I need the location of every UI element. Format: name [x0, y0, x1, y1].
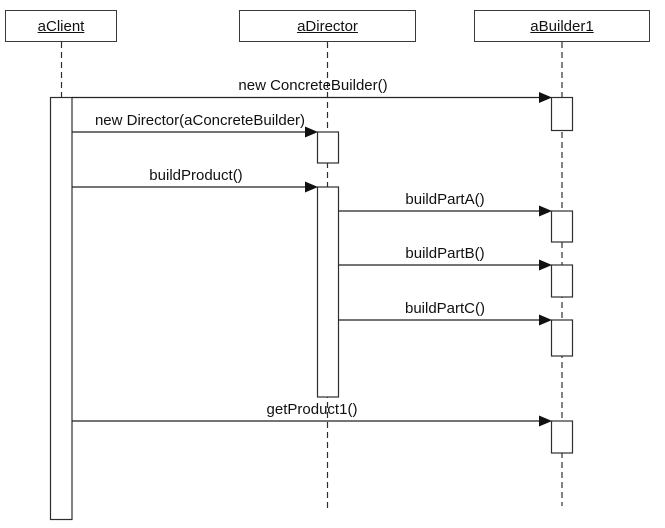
- actor-name-adirector: aDirector: [297, 17, 358, 35]
- message-label-buildparta: buildPartA(): [405, 191, 485, 208]
- actor-box-adirector: aDirector: [239, 10, 416, 42]
- activation-abuilder1-parta: [550, 210, 574, 243]
- arrowhead-new-concretebuilder: [539, 92, 552, 103]
- actor-name-aclient: aClient: [37, 17, 85, 35]
- arrowhead-buildproduct: [305, 181, 318, 193]
- arrowhead-new-director: [305, 126, 318, 138]
- message-label-new-concretebuilder: new ConcreteBuilder(): [238, 77, 388, 94]
- arrowhead-buildparta: [539, 205, 552, 217]
- actor-box-aclient: aClient: [5, 10, 117, 42]
- actor-name-abuilder1: aBuilder1: [530, 17, 594, 35]
- activation-adirector-new: [316, 131, 340, 164]
- message-label-buildproduct: buildProduct(): [149, 167, 243, 184]
- message-label-buildpartc: buildPartC(): [404, 300, 486, 317]
- activation-abuilder1-getproduct: [550, 420, 574, 454]
- arrowhead-getproduct1: [539, 415, 552, 427]
- message-label-new-director: new Director(aConcreteBuilder): [94, 112, 306, 129]
- arrowhead-buildpartb: [539, 259, 552, 271]
- message-label-buildpartb: buildPartB(): [405, 245, 485, 262]
- activation-abuilder1-partc: [550, 319, 574, 357]
- message-label-getproduct1: getProduct1(): [266, 401, 358, 418]
- actor-box-abuilder1: aBuilder1: [474, 10, 650, 42]
- activation-adirector-buildproduct: [316, 186, 340, 398]
- activation-abuilder1-new: [550, 96, 574, 132]
- activation-abuilder1-partb: [550, 264, 574, 298]
- arrowhead-buildpartc: [539, 314, 552, 326]
- activation-aclient: [49, 96, 73, 521]
